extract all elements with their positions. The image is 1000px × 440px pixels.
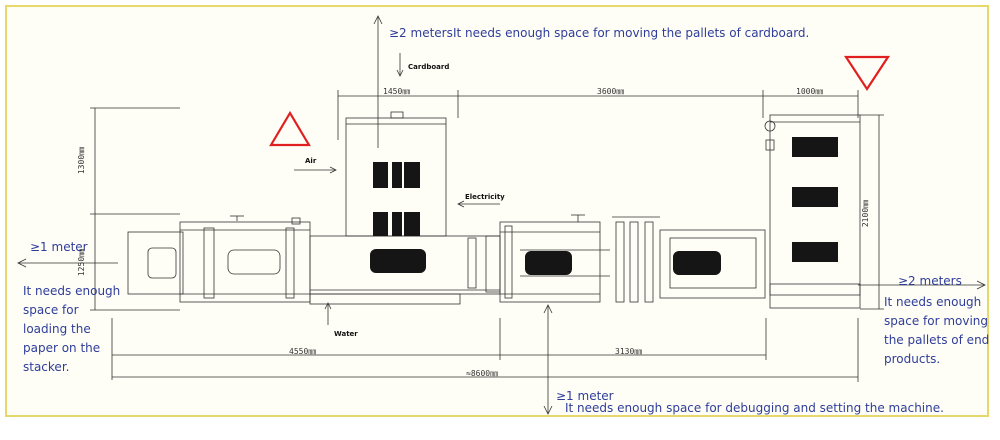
right-clearance-text: It needs enough space for moving the pal… bbox=[884, 295, 990, 366]
dim-top-1000: 1000㎜ bbox=[796, 87, 824, 96]
dim-bottom-4550: 4550㎜ bbox=[289, 347, 317, 356]
dim-left-1300: 1300㎜ bbox=[77, 146, 87, 175]
top-clearance-distance: ≥2 meters bbox=[389, 26, 453, 40]
cabinet-pad-1 bbox=[373, 162, 388, 188]
feeder-top-valve bbox=[291, 217, 301, 225]
roller-b bbox=[629, 221, 639, 303]
electricity-arrowhead bbox=[457, 200, 465, 208]
cabinet-lift-handle bbox=[390, 111, 404, 119]
delivery-cabinet bbox=[769, 114, 861, 296]
cardboard-arrowhead bbox=[396, 69, 404, 77]
press-inner-frame bbox=[669, 237, 757, 289]
left-clearance-arrowhead bbox=[17, 258, 27, 268]
delivery-pad-1 bbox=[792, 137, 838, 157]
bottom-clearance-arrowhead-top bbox=[543, 304, 553, 314]
top-clearance-text: It needs enough space for moving the pal… bbox=[453, 26, 810, 40]
stacker-feed-block bbox=[147, 247, 177, 279]
dim-bottom-3130: 3130㎜ bbox=[615, 347, 643, 356]
left-clearance-distance: ≥1 meter bbox=[30, 240, 88, 254]
press-belt bbox=[673, 251, 721, 275]
delivery-pad-3 bbox=[792, 242, 838, 262]
roller-c bbox=[644, 221, 654, 303]
delivery-base bbox=[769, 283, 861, 309]
conveyor-belt bbox=[525, 251, 572, 275]
water-label: Water bbox=[334, 330, 358, 338]
press-frame bbox=[659, 229, 766, 299]
left-clearance-text: It needs enough space for loading the pa… bbox=[23, 284, 121, 374]
dim-right-2100: 2100㎜ bbox=[861, 199, 871, 228]
delivery-motor bbox=[764, 120, 776, 132]
feeder-post-a bbox=[203, 227, 215, 299]
roller-a bbox=[615, 221, 625, 303]
cardboard-label: Cardboard bbox=[408, 63, 450, 71]
cabinet-pad-3 bbox=[404, 162, 420, 188]
right-clearance-distance: ≥2 meters bbox=[898, 274, 962, 288]
stacker-base bbox=[127, 231, 184, 295]
conveyor-frame bbox=[499, 221, 601, 303]
delivery-pad-2 bbox=[792, 187, 838, 207]
dim-top-1450: 1450㎜ bbox=[383, 87, 411, 96]
cabinet-pad-5 bbox=[392, 212, 402, 236]
feeder-post-b bbox=[285, 227, 295, 299]
cabinet-pad-4 bbox=[373, 212, 388, 236]
laminator-base bbox=[309, 293, 461, 305]
feeder-frame bbox=[179, 221, 311, 303]
right-clearance-arrowhead bbox=[976, 280, 986, 290]
conveyor-post bbox=[504, 225, 513, 299]
top-clearance-arrowhead bbox=[373, 15, 383, 25]
bottom-clearance-distance: ≥1 meter bbox=[556, 389, 614, 403]
air-arrowhead bbox=[329, 166, 337, 174]
warning-triangle-left-icon bbox=[269, 110, 311, 147]
bottom-clearance-arrowhead bbox=[543, 405, 553, 415]
air-label: Air bbox=[305, 157, 317, 165]
laminator-belt bbox=[370, 249, 426, 273]
diagram-frame bbox=[5, 5, 989, 417]
cabinet-pad-6 bbox=[404, 212, 420, 236]
water-arrowhead bbox=[324, 302, 332, 310]
cabinet-pad-2 bbox=[392, 162, 402, 188]
dim-top-3600: 3600㎜ bbox=[597, 87, 625, 96]
dim-left-1250: 1250㎜ bbox=[77, 248, 87, 277]
electricity-label: Electricity bbox=[465, 193, 505, 201]
laminator-roller bbox=[467, 237, 477, 289]
dim-total-8600: ≈8600㎜ bbox=[466, 369, 499, 378]
laminator-end-plate bbox=[485, 235, 501, 293]
bottom-clearance-text: It needs enough space for debugging and … bbox=[565, 401, 944, 415]
delivery-motor-mount bbox=[765, 139, 775, 151]
feeder-roller-housing bbox=[227, 249, 281, 275]
warning-triangle-right-icon bbox=[843, 55, 891, 92]
